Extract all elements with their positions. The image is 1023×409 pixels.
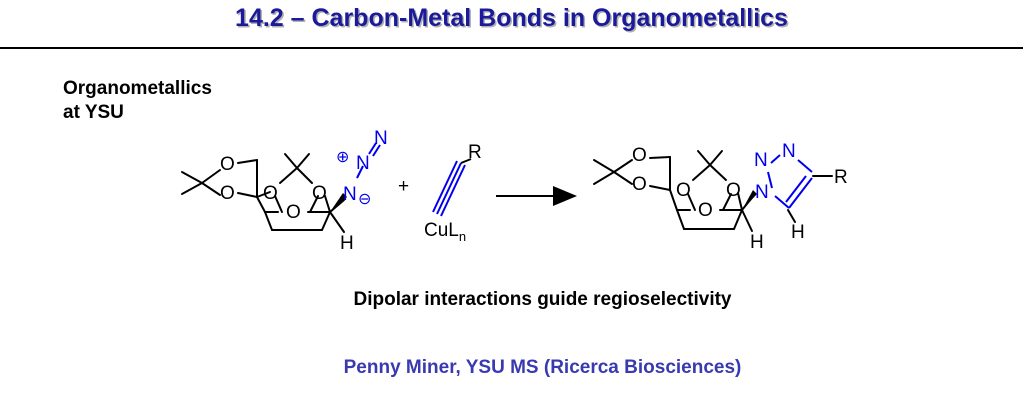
alkyne-r-bond bbox=[460, 158, 472, 164]
sidebar-line-1: Organometallics bbox=[63, 78, 212, 99]
product-atom-labels: O O O O O R H H bbox=[632, 145, 848, 253]
copper-acetylide bbox=[432, 160, 466, 217]
title-divider bbox=[0, 47, 1023, 49]
product-h1: H bbox=[750, 232, 764, 253]
cu-ligand-text: CuL bbox=[424, 220, 459, 241]
slide-title: 14.2 – Carbon-Metal Bonds in Organometal… bbox=[235, 4, 788, 32]
positive-charge-icon: ⊕ bbox=[336, 149, 349, 166]
azide-group bbox=[356, 142, 381, 179]
azide-n3: N bbox=[374, 128, 388, 149]
azido-sugar-atom-labels: O O O O O H bbox=[220, 154, 354, 254]
product-o2: O bbox=[632, 174, 647, 195]
reactant-o4: O bbox=[312, 183, 327, 204]
caption: Dipolar interactions guide regioselectiv… bbox=[353, 289, 732, 310]
reactant-o2: O bbox=[220, 183, 235, 204]
product-wedge-bond bbox=[742, 190, 757, 210]
alkyne-r: R bbox=[468, 142, 482, 163]
triazole-n3: N bbox=[755, 182, 769, 203]
wedge-bond bbox=[330, 193, 347, 212]
reactant-o3: O bbox=[263, 183, 278, 204]
credit-line: Penny Miner, YSU MS (Ricerca Biosciences… bbox=[343, 357, 742, 378]
plus-sign: + bbox=[398, 176, 409, 197]
azido-sugar-reactant bbox=[181, 153, 345, 233]
azide-atom-labels: N N N ⊕ ⊖ bbox=[336, 128, 388, 208]
sidebar-label: Organometallics at YSU bbox=[63, 77, 212, 125]
triazole-ring bbox=[767, 154, 813, 209]
reactant-o1: O bbox=[220, 154, 235, 175]
product-o5: O bbox=[698, 200, 713, 221]
triazole-n1: N bbox=[754, 150, 768, 171]
product-o3: O bbox=[676, 180, 691, 201]
triazole-n2: N bbox=[782, 141, 796, 162]
product-h2: H bbox=[791, 222, 805, 243]
product-r: R bbox=[834, 167, 848, 188]
cu-ligand-subscript: n bbox=[459, 229, 466, 244]
cu-ligand-label: CuLn bbox=[424, 220, 466, 244]
triazole-sugar-product bbox=[593, 150, 833, 232]
negative-charge-icon: ⊖ bbox=[358, 191, 371, 208]
azide-n1: N bbox=[343, 184, 357, 205]
sidebar-line-2: at YSU bbox=[63, 102, 124, 123]
product-o1: O bbox=[632, 145, 647, 166]
product-o4: O bbox=[726, 180, 741, 201]
reactant-o5: O bbox=[286, 202, 301, 223]
reactant-h: H bbox=[340, 233, 354, 254]
triazole-atom-labels: N N N bbox=[754, 141, 796, 203]
azide-n2: N bbox=[356, 153, 370, 174]
